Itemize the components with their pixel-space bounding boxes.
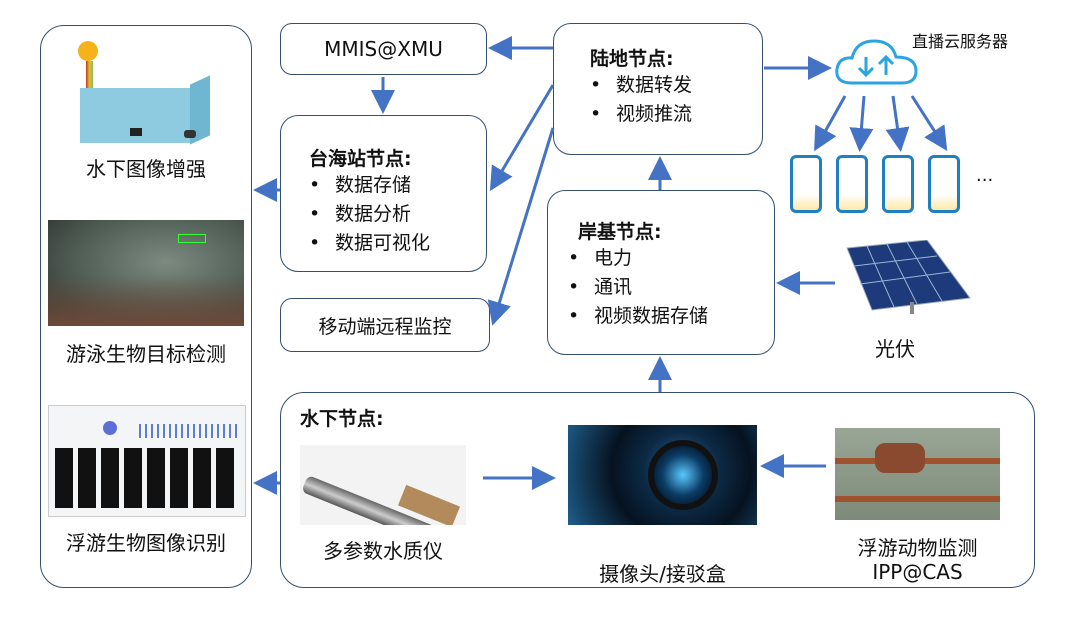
monitor-device	[875, 443, 925, 473]
underwater-enhancement-label: 水下图像增强	[86, 157, 206, 181]
cloud-server-label: 直播云服务器	[912, 32, 1009, 51]
shore-title: 岸基节点:	[578, 221, 662, 243]
arrow-land-to-mobile	[487, 127, 555, 326]
mmis-label: MMIS@XMU	[324, 37, 443, 61]
camera-image	[568, 425, 757, 525]
phone-icon	[836, 155, 868, 213]
mobile-label: 移动端远程监控	[318, 315, 452, 338]
taihai-item: •数据可视化	[309, 232, 431, 254]
shore-item: •视频数据存储	[568, 305, 709, 327]
detection-box	[178, 234, 206, 243]
phone-icon	[928, 155, 960, 213]
image-grid	[55, 448, 239, 508]
swimming-detection-label: 游泳生物目标检测	[66, 342, 226, 366]
arrow-cloud-to-phone	[885, 95, 910, 152]
water-quality-label: 多参数水质仪	[323, 539, 443, 563]
solar-panel-icon	[846, 240, 971, 314]
taihai-item: •数据存储	[309, 174, 412, 196]
camera-label: 摄像头/接驳盒	[599, 562, 726, 586]
camera-icon	[130, 128, 142, 136]
taihai-item: •数据分析	[309, 203, 412, 225]
plankton-monitor-label: 浮游动物监测	[857, 536, 978, 560]
arrow-cloud-to-phone	[849, 95, 874, 152]
land-node: 陆地节点: •数据转发 •视频推流	[553, 23, 763, 155]
phone-icon	[882, 155, 914, 213]
land-item: •数据转发	[590, 74, 693, 96]
shore-node: 岸基节点: •电力 •通讯 •视频数据存储	[547, 190, 775, 355]
pie-chart	[103, 421, 117, 435]
shore-item: •通讯	[568, 276, 633, 298]
taihai-title: 台海站节点:	[309, 148, 412, 170]
sun-icon	[78, 41, 98, 61]
arrow-cloud-to-phone	[814, 95, 847, 152]
solar-label: 光伏	[875, 337, 915, 361]
mobile-monitoring-node: 移动端远程监控	[280, 298, 490, 352]
taihai-station-node: 台海站节点: •数据存储 •数据分析 •数据可视化	[280, 115, 487, 272]
arrow-land-to-taihai	[489, 84, 555, 192]
land-title: 陆地节点:	[590, 48, 674, 70]
mmis-xmu-node: MMIS@XMU	[280, 23, 487, 75]
underwater-enhancement-diagram	[50, 38, 220, 146]
land-item: •视频推流	[590, 103, 693, 125]
bar-chart	[139, 424, 239, 438]
plankton-monitor-image	[835, 428, 1000, 520]
seabed	[48, 275, 244, 326]
underwater-title: 水下节点:	[300, 408, 384, 430]
camera-lens-icon	[648, 440, 718, 510]
swimming-detection-video	[48, 220, 244, 326]
arrow-cloud-to-phone	[910, 95, 948, 152]
object-icon	[184, 130, 196, 138]
cloud-server-icon	[835, 39, 918, 85]
water-quality-instrument-image	[300, 445, 466, 525]
phone-icon	[790, 155, 822, 213]
plankton-recognition-dashboard	[48, 405, 246, 517]
frame-bar	[835, 496, 1000, 502]
shore-item: •电力	[568, 247, 633, 269]
more-phones: ...	[976, 165, 994, 186]
plankton-org-label: IPP@CAS	[872, 560, 963, 584]
plankton-recognition-label: 浮游生物图像识别	[66, 531, 226, 555]
